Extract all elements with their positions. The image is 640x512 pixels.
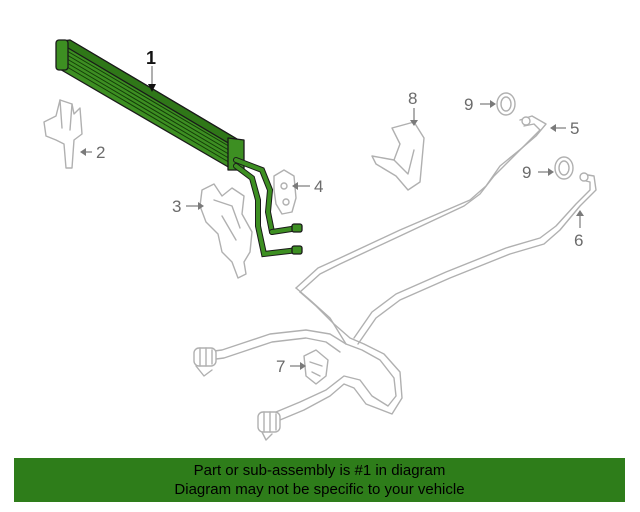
callout-6: 6: [574, 231, 583, 250]
callout-5: 5: [570, 119, 579, 138]
banner-line-2: Diagram may not be specific to your vehi…: [174, 481, 465, 498]
oil-line-part-5[interactable]: [295, 115, 547, 293]
oil-line-part-6[interactable]: [353, 172, 597, 345]
bracket-part-8[interactable]: [371, 121, 425, 191]
callout-9-lower: 9: [522, 163, 531, 182]
callout-2: 2: [96, 143, 105, 162]
callout-4: 4: [314, 177, 323, 196]
callout-1: 1: [146, 48, 156, 68]
o-ring-part-9-lower[interactable]: [554, 156, 574, 180]
deflector-part-3[interactable]: [199, 183, 253, 279]
leader-lines: [80, 66, 584, 370]
oil-cooler-part-1[interactable]: [55, 39, 303, 258]
clip-part-4[interactable]: [273, 169, 297, 215]
cooler-hoses: [193, 287, 403, 441]
callout-3: 3: [172, 197, 181, 216]
callout-7: 7: [276, 357, 285, 376]
clamp-part-7[interactable]: [303, 349, 329, 385]
callout-8: 8: [408, 89, 417, 108]
bracket-part-2[interactable]: [43, 99, 83, 169]
o-ring-part-9-upper[interactable]: [496, 92, 516, 116]
callout-9-upper: 9: [464, 95, 473, 114]
banner-line-1: Part or sub-assembly is #1 in diagram: [193, 462, 446, 479]
disclaimer-banner: Part or sub-assembly is #1 in diagram Di…: [14, 458, 625, 502]
